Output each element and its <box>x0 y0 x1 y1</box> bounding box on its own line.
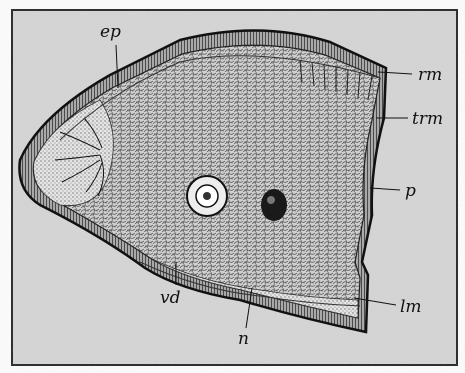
label-n: n <box>238 329 249 349</box>
label-trm: trm <box>412 109 443 129</box>
label-vd: vd <box>160 288 181 308</box>
vessel-dark <box>261 189 287 221</box>
label-rm: rm <box>418 65 442 85</box>
label-lm: lm <box>400 297 422 317</box>
label-ep: ep <box>100 22 121 42</box>
label-p: p <box>405 181 416 201</box>
vessel-duct <box>187 176 227 216</box>
